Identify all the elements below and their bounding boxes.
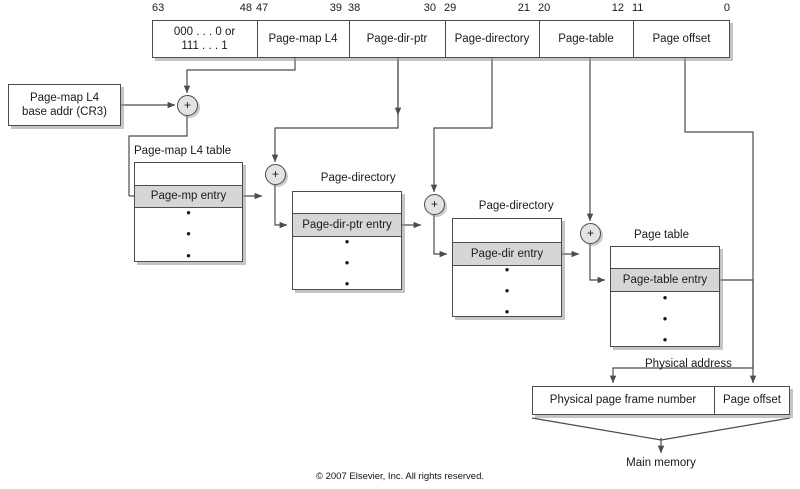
wire-adder2-to-pdp-entry (274, 185, 288, 229)
page-map-l4-table-caption: Page-map L4 table (134, 145, 232, 157)
physical-address-divider (714, 386, 716, 415)
wire-adder1-down (128, 116, 188, 196)
bit-label-63: 63 (152, 2, 165, 14)
va-field-page-map-l4: Page-map L4 (268, 32, 338, 45)
page-map-l4-table-dots: • • • (135, 205, 242, 263)
page-table-caption: Page table (634, 229, 689, 241)
wire-ptentry-right (720, 279, 754, 300)
physical-page-frame-number-field: Physical page frame number (549, 394, 697, 407)
bit-label-20: 20 (538, 2, 551, 14)
va-divider-3 (445, 20, 447, 58)
wire-adder3-to-pdir-entry (433, 215, 448, 258)
page-table-entry-row: Page-table entry (611, 268, 719, 292)
adder-3: + (424, 194, 445, 215)
page-directory-table (452, 218, 562, 317)
bit-label-12: 12 (611, 2, 624, 14)
main-memory-label: Main memory (626, 456, 696, 469)
dot: • (662, 289, 668, 305)
physical-address-caption: Physical address (645, 358, 732, 370)
va-divider-2 (349, 20, 351, 58)
bit-label-39: 39 (329, 2, 342, 14)
va-sign-extend-line2: 111 . . . 1 (181, 40, 228, 52)
adder-4: + (580, 223, 601, 244)
dot: • (504, 282, 510, 298)
va-field-page-directory: Page-directory (454, 32, 530, 45)
va-divider-1 (257, 20, 259, 58)
bit-label-48: 48 (239, 2, 252, 14)
va-field-page-dir-ptr: Page-dir-ptr (366, 32, 428, 45)
cr3-label: Page-map L4 base addr (CR3) (8, 84, 121, 126)
pdp-caption-line1: Page-directory (320, 171, 396, 184)
cr3-label-line1: Page-map L4 (29, 91, 100, 104)
bit-label-38: 38 (348, 2, 361, 14)
page-map-l4-table (134, 162, 243, 262)
copyright-footer: © 2007 Elsevier, Inc. All rights reserve… (315, 471, 485, 482)
va-divider-4 (539, 20, 541, 58)
page-directory-table-dots: • • • (453, 262, 561, 320)
bit-label-21: 21 (517, 2, 530, 14)
bit-label-30: 30 (423, 2, 436, 14)
page-table-dots: • • • (611, 289, 719, 348)
adder-1: + (177, 95, 198, 116)
dot: • (186, 226, 191, 242)
pdir-caption-line1: Page-directory (478, 199, 554, 212)
bit-label-0: 0 (723, 2, 730, 14)
physical-address-bar (532, 386, 790, 415)
page-map-l4-entry-row: Page-mp entry (135, 185, 242, 208)
page-dir-ptr-table-dots: • • • (293, 233, 401, 292)
dot: • (344, 254, 350, 270)
dot: • (504, 304, 510, 320)
bit-label-47: 47 (256, 2, 269, 14)
wire-pml4-to-adder1 (183, 57, 296, 94)
dot: • (662, 310, 668, 326)
page-table (610, 246, 720, 347)
cr3-label-line2: base addr (CR3) (21, 106, 107, 118)
dot: • (344, 233, 350, 249)
page-directory-pointer-table (292, 191, 402, 290)
wire-offset-to-pa-offset (684, 57, 757, 384)
dot: • (186, 247, 191, 263)
wire-pdp-route (271, 57, 399, 163)
va-field-page-offset: Page offset (652, 32, 711, 45)
va-sign-extend-line1: 000 . . . 0 or (173, 25, 236, 38)
dot: • (344, 276, 350, 292)
funnel-left (531, 417, 662, 441)
bit-label-11: 11 (632, 2, 644, 14)
physical-address-page-offset-field: Page offset (723, 394, 781, 407)
wire-adder4-to-pt-entry (589, 244, 606, 284)
va-field-sign-extend: 000 . . . 0 or 111 . . . 1 (152, 20, 257, 58)
dot: • (186, 205, 191, 221)
funnel-right (660, 417, 791, 441)
page-dir-entry-row: Page-dir entry (453, 242, 561, 266)
va-divider-5 (633, 20, 635, 58)
wire-pdir-to-adder3 (430, 57, 493, 193)
bit-label-29: 29 (444, 2, 457, 14)
page-dir-ptr-entry-row: Page-dir-ptr entry (293, 213, 401, 237)
dot: • (662, 332, 668, 348)
adder-2: + (265, 164, 286, 185)
va-field-page-table: Page-table (558, 32, 614, 45)
dot: • (504, 261, 510, 277)
cr3-register-box (8, 84, 121, 126)
